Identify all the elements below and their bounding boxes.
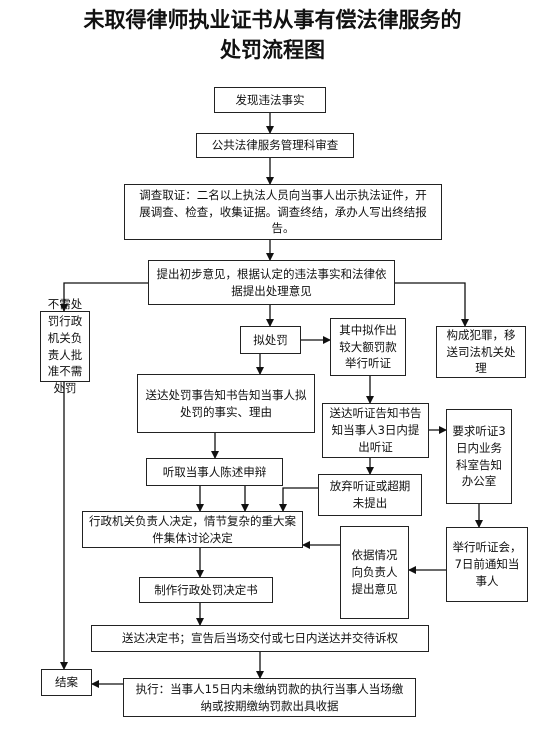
node-investigate-label: 调查取证：二名以上执法人员向当事人出示执法证件，开展调查、检查，收集证据。调查终… xyxy=(139,188,427,236)
node-review: 公共法律服务管理科审查 xyxy=(196,133,354,158)
node-discover: 发现违法事实 xyxy=(214,87,326,113)
node-notice-penalty-label: 送达处罚事告知书告知当事人拟处罚的事实、理由 xyxy=(145,387,307,419)
node-hear-statement-label: 听取当事人陈述申辩 xyxy=(162,464,267,479)
diagram-title: 未取得律师执业证书从事有偿法律服务的 xyxy=(83,8,462,32)
arrow-waive-decision xyxy=(279,487,318,512)
node-request-hearing: 要求听证3日内业务科室告知办公室 xyxy=(446,409,512,504)
node-waive-hearing-label: 放弃听证或超期未提出 xyxy=(329,479,411,510)
node-deliver: 送达决定书；宣告后当场交付或七日内送达并交待诉权 xyxy=(91,625,429,652)
node-proposed-penalty-label: 拟处罚 xyxy=(253,332,288,347)
node-decision-label: 行政机关负责人决定，情节复杂的重大案件集体讨论决定 xyxy=(89,513,296,545)
node-make-decision: 制作行政处罚决定书 xyxy=(139,577,273,603)
node-execute-label: 执行：当事人15日内未缴纳罚款的执行当事人当场缴纳或按期缴纳罚款出具收据 xyxy=(135,681,404,713)
node-hearing-notice-label: 送达听证告知书告知当事人3日内提出听证 xyxy=(329,406,422,454)
node-hold-hearing-label: 举行听证会，7日前通知当事人 xyxy=(452,540,522,588)
node-execute: 执行：当事人15日内未缴纳罚款的执行当事人当场缴纳或按期缴纳罚款出具收据 xyxy=(123,678,416,717)
node-criminal-label: 构成犯罪，移送司法机关处理 xyxy=(446,328,516,376)
node-investigate: 调查取证：二名以上执法人员向当事人出示执法证件，开展调查、检查，收集证据。调查终… xyxy=(124,184,442,240)
node-hearing-notice: 送达听证告知书告知当事人3日内提出听证 xyxy=(322,403,429,458)
node-no-penalty: 不需处罚行政机关负责人批准不需处罚 xyxy=(40,297,90,395)
node-make-decision-label: 制作行政处罚决定书 xyxy=(154,582,258,597)
node-large-fine-label: 其中拟作出较大额罚款举行听证 xyxy=(339,322,397,371)
node-notice-penalty: 送达处罚事告知书告知当事人拟处罚的事实、理由 xyxy=(137,374,315,433)
node-opinion: 依据情况向负责人提出意见 xyxy=(340,526,409,619)
node-decision: 行政机关负责人决定，情节复杂的重大案件集体讨论决定 xyxy=(82,511,303,548)
node-request-hearing-label: 要求听证3日内业务科室告知办公室 xyxy=(452,424,506,489)
node-no-penalty-label: 不需处罚行政机关负责人批准不需处罚 xyxy=(47,297,83,395)
node-review-label: 公共法律服务管理科审查 xyxy=(211,138,339,153)
node-close-label: 结案 xyxy=(55,675,78,690)
node-close: 结案 xyxy=(41,669,92,696)
node-hear-statement: 听取当事人陈述申辩 xyxy=(146,458,283,486)
node-waive-hearing: 放弃听证或超期未提出 xyxy=(318,474,422,516)
node-large-fine: 其中拟作出较大额罚款举行听证 xyxy=(330,318,406,376)
node-preliminary: 提出初步意见，根据认定的违法事实和法律依据提出处理意见 xyxy=(148,260,395,305)
node-proposed-penalty: 拟处罚 xyxy=(240,326,301,354)
node-discover-label: 发现违法事实 xyxy=(235,92,305,107)
arrow-preliminary-criminal xyxy=(395,282,469,327)
node-deliver-label: 送达决定书；宣告后当场交付或七日内送达并交待诉权 xyxy=(122,631,398,646)
node-criminal: 构成犯罪，移送司法机关处理 xyxy=(436,326,526,378)
diagram-subtitle: 处罚流程图 xyxy=(220,38,325,62)
node-hold-hearing: 举行听证会，7日前通知当事人 xyxy=(446,527,528,602)
node-opinion-label: 依据情况向负责人提出意见 xyxy=(351,548,398,596)
node-preliminary-label: 提出初步意见，根据认定的违法事实和法律依据提出处理意见 xyxy=(156,266,387,298)
arrow-preliminary-no-penalty xyxy=(60,282,148,312)
